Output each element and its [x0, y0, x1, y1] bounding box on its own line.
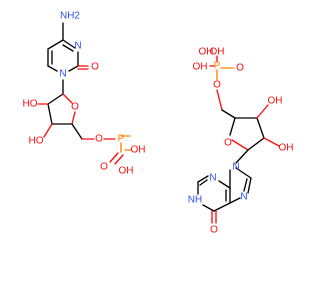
- hydroxyl-label-2r: OH: [279, 143, 294, 154]
- n9-label: N: [232, 162, 239, 173]
- hydroxyl-label-2: HO: [23, 99, 38, 110]
- amine-label: NH2: [60, 11, 80, 22]
- carbonyl-o-label-right: O: [210, 225, 218, 236]
- inosine-monophosphate: OH OH OH P O O O OH OH N N N NH O: [188, 47, 294, 236]
- phosphoryl-o-label-right: O: [236, 63, 244, 74]
- phosphate-oh-label-5: OH: [193, 62, 208, 73]
- glycosidic-bond-right: [235, 149, 249, 164]
- phosphate-group-right: [209, 55, 235, 111]
- phosphate-oh-label-3: OH: [199, 47, 214, 58]
- cytidine-monophosphate: NH2 N N O O HO HO O P O OH OH: [23, 11, 146, 177]
- phosphate-group-left: [103, 135, 132, 165]
- ester-o-label-left: O: [95, 134, 103, 145]
- inosine-atom-labels: OH OH OH P O O O OH OH N N N NH O: [188, 47, 294, 236]
- ribose-ring-right: [221, 104, 280, 151]
- phosphate-oh-label-2: OH: [119, 166, 134, 177]
- phosphate-oh-label-4: OH: [210, 47, 225, 58]
- phosphate-oh-label-1: OH: [131, 145, 146, 156]
- ribose-ring-left: [37, 93, 95, 140]
- phosphoryl-o-label-left: O: [100, 162, 108, 173]
- cytidine-atom-labels: NH2 N N O O HO HO O P O OH OH: [23, 11, 146, 177]
- hydroxyl-label-3r: OH: [268, 96, 283, 107]
- molecule-drawing: NH2 N N O O HO HO O P O OH OH: [23, 11, 294, 236]
- ring-o-label-left: O: [71, 102, 79, 113]
- n1-label: N: [59, 69, 66, 80]
- n3-label: N: [74, 41, 81, 52]
- ring-o-label-right: O: [224, 138, 232, 149]
- cytosine-ring-bonds: [47, 22, 89, 72]
- n1-label-right: NH: [188, 195, 202, 206]
- hydroxyl-label-3: HO: [29, 136, 44, 147]
- carbonyl-o-label: O: [91, 62, 99, 73]
- n3-label-right: N: [209, 173, 216, 184]
- phosphorus-label-right: P: [214, 61, 221, 72]
- ester-o-label-right: O: [213, 80, 221, 91]
- n7-label: N: [240, 192, 247, 203]
- hypoxanthine-ring-bonds: [197, 167, 252, 224]
- chemical-structure-canvas: NH2 N N O O HO HO O P O OH OH: [22, 10, 294, 236]
- phosphorus-label-left: P: [118, 134, 125, 145]
